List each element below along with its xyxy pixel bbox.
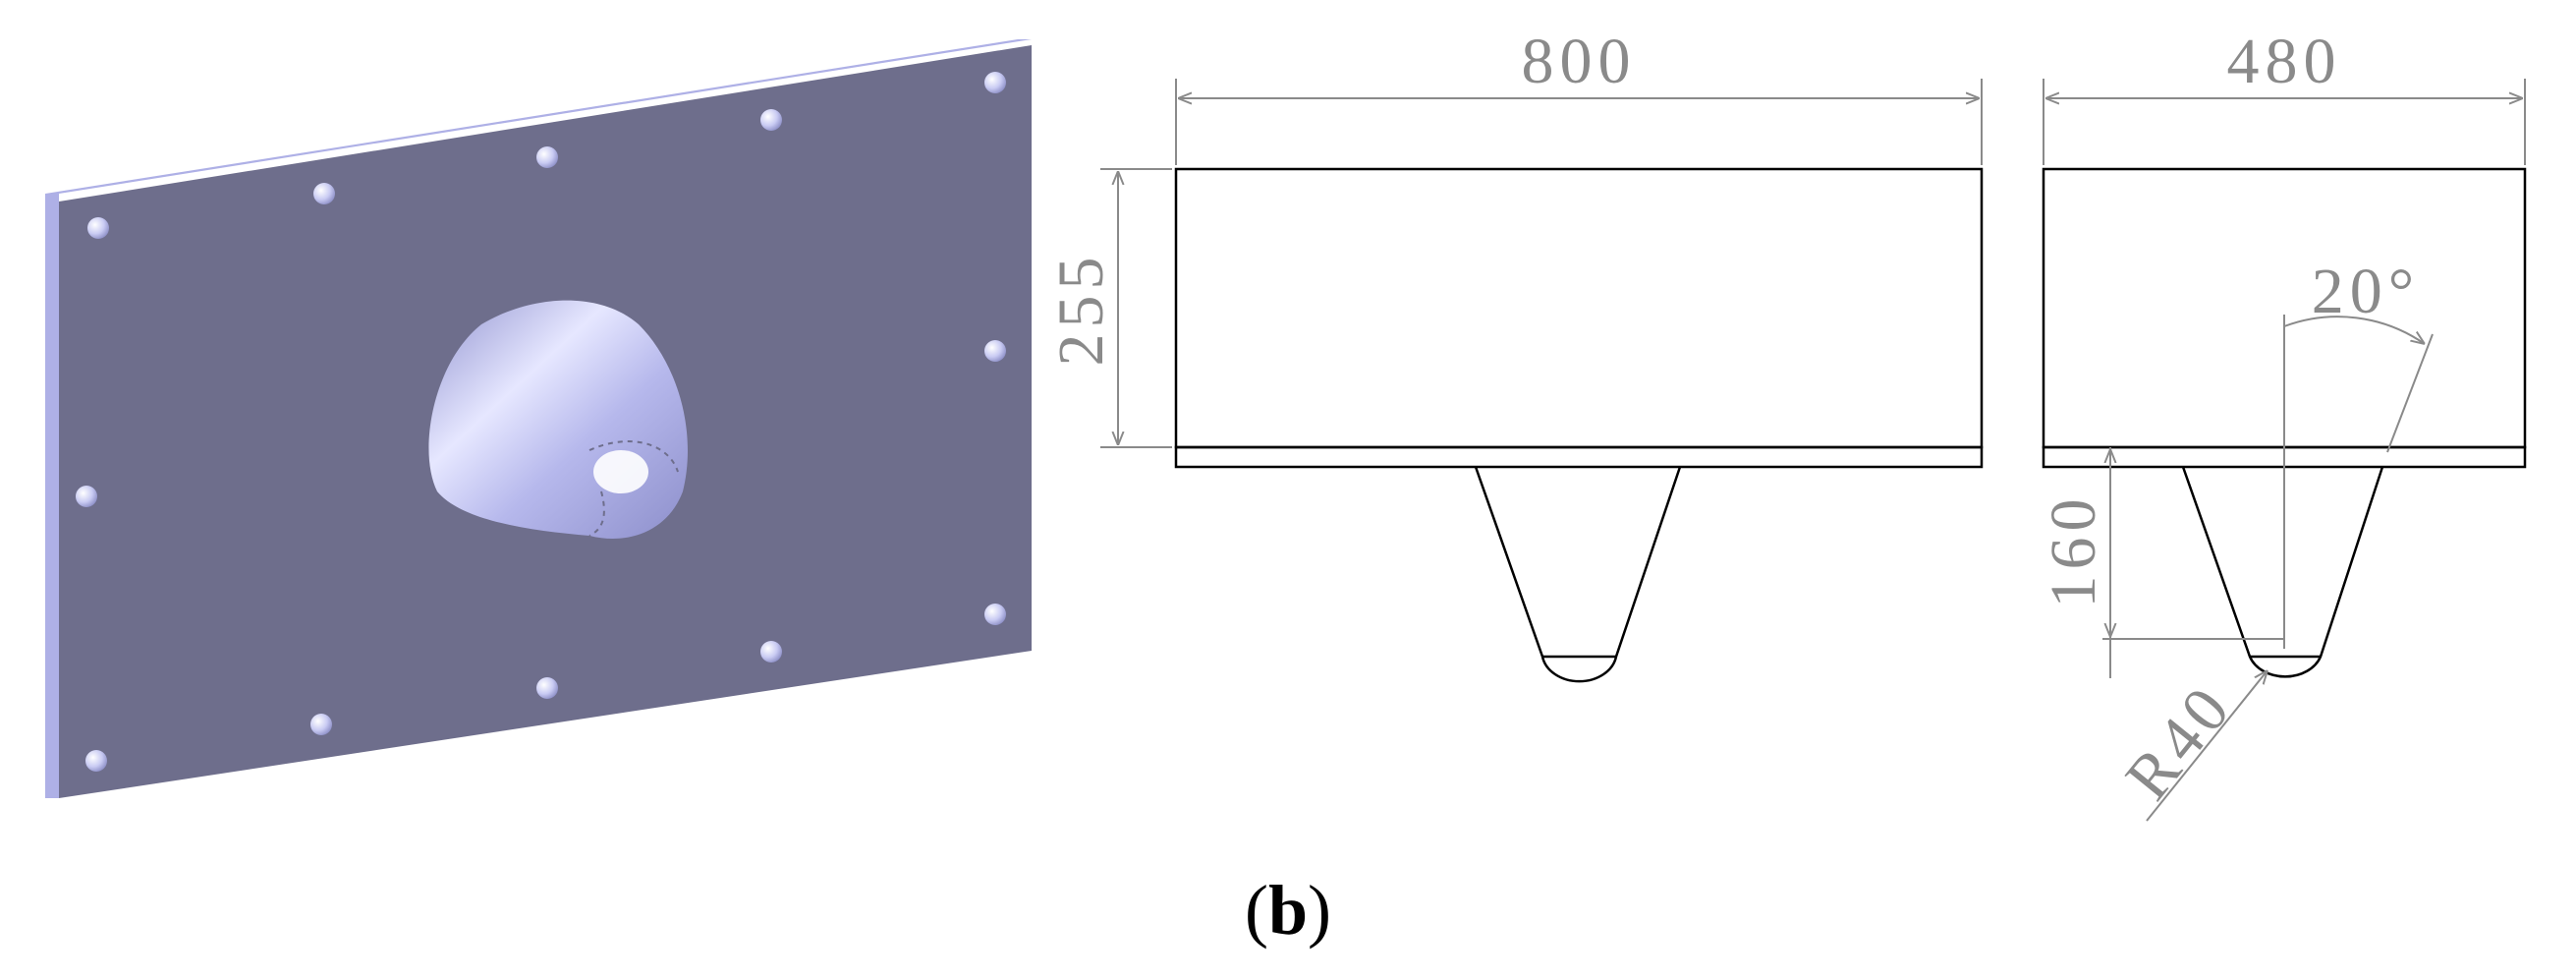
front-view-width-label: 800 [1522, 26, 1637, 97]
side-view-radius-label: R40 [2112, 670, 2247, 813]
bolt-hole [536, 146, 558, 168]
bolt-hole [76, 486, 97, 507]
side-view-depth-label: 160 [2038, 493, 2109, 608]
bolt-hole [984, 340, 1006, 362]
bolt-holes [76, 72, 1006, 772]
plate-top-edge [45, 39, 1032, 194]
front-view [1174, 167, 1984, 683]
front-view-dimensions [1100, 79, 1983, 448]
caption-letter: b [1268, 871, 1308, 950]
bolt-hole [760, 109, 782, 131]
side-view-angle-label: 20° [2312, 256, 2420, 327]
caption-close-paren: ) [1308, 871, 1331, 950]
bolt-hole [760, 641, 782, 663]
isometric-view [45, 39, 1032, 798]
plate-left-edge [45, 194, 59, 798]
bolt-hole [313, 183, 335, 204]
side-view-dimensions [2043, 79, 2526, 822]
bolt-hole [984, 604, 1006, 625]
bolt-hole [310, 714, 332, 735]
bolt-hole [536, 677, 558, 699]
side-view-cone-profile [2181, 466, 2384, 678]
front-view-flange [1174, 445, 1984, 469]
bolt-hole [984, 72, 1006, 93]
front-view-cone-profile [1474, 466, 1682, 683]
side-view-width-label: 480 [2227, 26, 2342, 97]
front-view-height-label: 255 [1045, 252, 1117, 367]
caption-open-paren: ( [1245, 871, 1268, 950]
bolt-hole [85, 750, 107, 772]
cone-shape [428, 300, 688, 539]
bolt-hole [87, 217, 109, 239]
figure-caption: (b) [1245, 871, 1331, 950]
front-view-body [1174, 167, 1984, 449]
